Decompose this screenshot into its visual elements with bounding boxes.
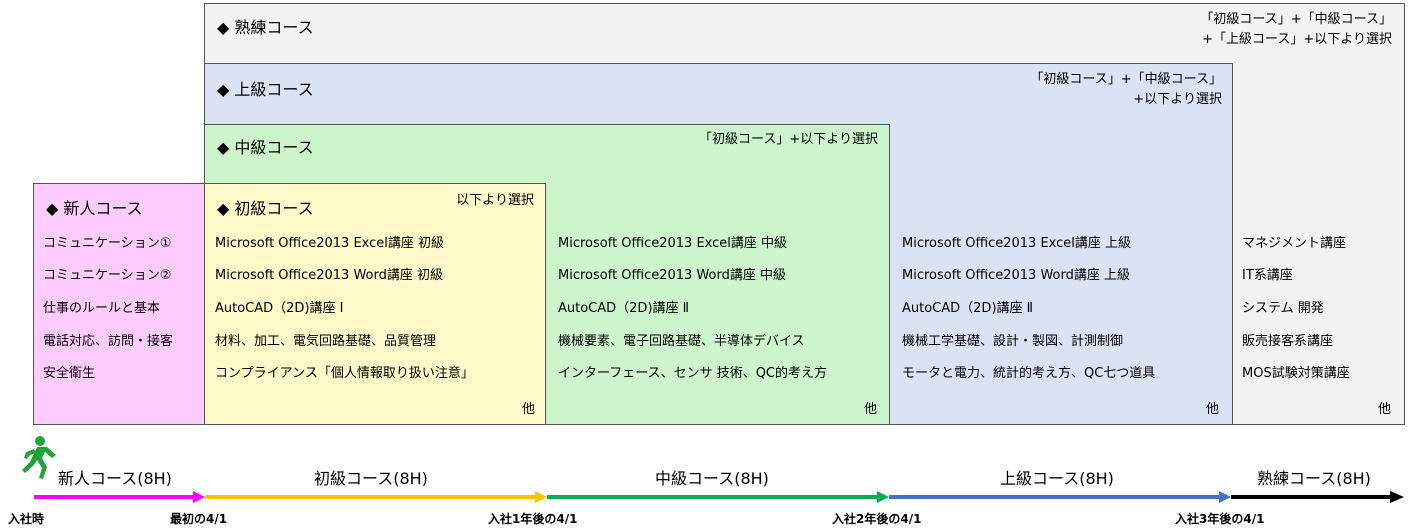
expert-course-title: ◆ 熟練コース: [217, 18, 314, 37]
timeline-arrowhead-expert: [1390, 491, 1404, 503]
advanced-item: 機械工学基礎、設計・製図、計測制御: [902, 334, 1124, 349]
newcomer-item: 仕事のルールと基本: [43, 301, 161, 316]
timeline-arrowhead-intermediate: [877, 491, 889, 503]
beginner-item: AutoCAD（2D)講座 Ⅰ: [215, 301, 344, 316]
advanced-item: AutoCAD（2D)講座 Ⅱ: [902, 301, 1034, 316]
beginner-course-box: [204, 183, 546, 425]
expert-item: 販売接客系講座: [1242, 334, 1334, 349]
intermediate-item: Microsoft Office2013 Word講座 中級: [558, 268, 787, 283]
advanced-other: 他: [1206, 402, 1220, 417]
expert-item: システム 開発: [1242, 301, 1324, 316]
advanced-item: Microsoft Office2013 Excel講座 上級: [902, 236, 1132, 251]
timeline-date: 入社時: [8, 512, 45, 526]
timeline-arrowhead-newcomer: [193, 491, 205, 503]
timeline-label-newcomer: 新人コース(8H): [58, 469, 172, 488]
expert-item: マネジメント講座: [1242, 236, 1347, 251]
timeline-date: 入社2年後の4/1: [832, 512, 922, 526]
expert-course-note-line1: 「初級コース」+「中級コース」: [1200, 12, 1392, 27]
intermediate-item: 機械要素、電子回路基礎、半導体デバイス: [558, 334, 805, 349]
newcomer-item: 安全衛生: [43, 366, 96, 381]
beginner-item: 材料、加工、電気回路基礎、品質管理: [215, 334, 437, 349]
intermediate-item: インターフェース、センサ 技術、QC的考え方: [558, 366, 828, 381]
newcomer-course-box: [33, 183, 205, 425]
runner-head: [35, 436, 45, 446]
expert-course-note-line2: +「上級コース」+以下より選択: [1202, 32, 1392, 47]
expert-other: 他: [1378, 402, 1392, 417]
timeline-label-expert: 熟練コース(8H): [1257, 469, 1371, 488]
expert-course-note: 「初級コース」+「中級コース」 +「上級コース」+以下より選択: [1200, 10, 1392, 50]
advanced-course-note-line2: +以下より選択: [1133, 92, 1222, 107]
running-person-icon: [22, 436, 56, 479]
newcomer-course-title: ◆ 新人コース: [46, 199, 143, 218]
runner-arm: [24, 449, 36, 459]
timeline-label-beginner: 初級コース(8H): [314, 469, 428, 488]
newcomer-item: 電話対応、訪問・接客: [43, 334, 174, 349]
timeline-label-intermediate: 中級コース(8H): [655, 469, 769, 488]
beginner-item: Microsoft Office2013 Word講座 初級: [215, 268, 444, 283]
timeline-date: 入社3年後の4/1: [1175, 512, 1265, 526]
beginner-course-title: ◆ 初級コース: [217, 199, 314, 218]
beginner-other: 他: [522, 402, 536, 417]
beginner-course-note: 以下より選択: [456, 193, 534, 208]
advanced-item: モータと電力、統計的考え方、QC七つ道具: [902, 366, 1156, 381]
expert-item: MOS試験対策講座: [1242, 366, 1350, 381]
intermediate-item: Microsoft Office2013 Excel講座 中級: [558, 236, 788, 251]
newcomer-item: コミュニケーション②: [43, 268, 172, 283]
timeline-label-advanced: 上級コース(8H): [1000, 469, 1114, 488]
newcomer-item: コミュニケーション①: [43, 236, 172, 251]
timeline-date: 最初の4/1: [170, 512, 228, 526]
expert-item: IT系講座: [1242, 268, 1293, 283]
beginner-item: コンプライアンス「個人情報取り扱い注意」: [215, 366, 474, 381]
timeline-date: 入社1年後の4/1: [488, 512, 578, 526]
intermediate-course-title: ◆ 中級コース: [217, 138, 314, 157]
intermediate-course-note: 「初級コース」+以下より選択: [699, 132, 878, 147]
timeline-arrowhead-beginner: [535, 491, 547, 503]
intermediate-item: AutoCAD（2D)講座 Ⅱ: [558, 301, 690, 316]
advanced-course-title: ◆ 上級コース: [217, 80, 314, 99]
intermediate-other: 他: [864, 402, 878, 417]
beginner-item: Microsoft Office2013 Excel講座 初級: [215, 236, 445, 251]
advanced-item: Microsoft Office2013 Word講座 上級: [902, 268, 1131, 283]
runner-body: [22, 447, 56, 479]
advanced-course-note-line1: 「初級コース」+「中級コース」: [1030, 72, 1222, 87]
advanced-course-note: 「初級コース」+「中級コース」 +以下より選択: [1030, 70, 1222, 110]
timeline-arrowhead-advanced: [1219, 491, 1231, 503]
